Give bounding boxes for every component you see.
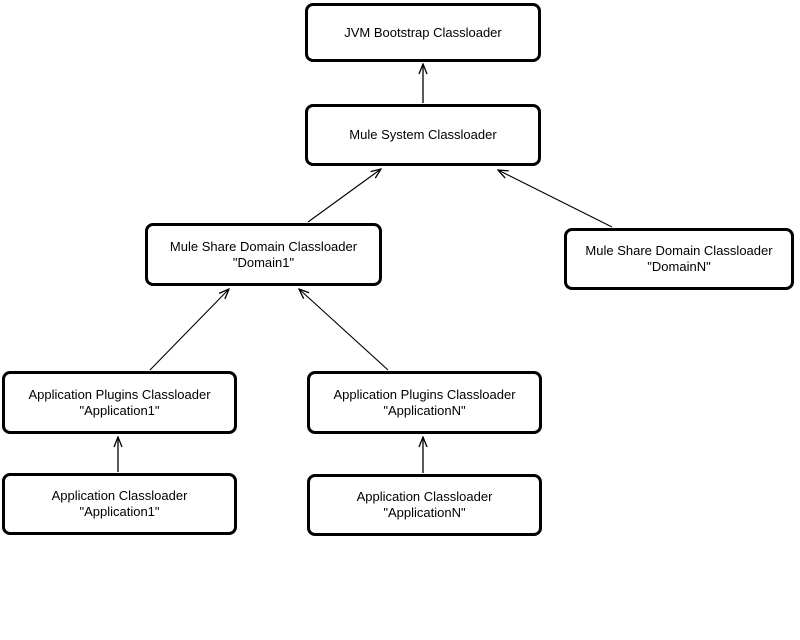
node-title: Mule Share Domain Classloader [585,243,773,258]
node-application-plugins-classloader-applicationn: Application Plugins Classloader "Applica… [307,371,542,434]
node-mule-share-domain-classloader-domain1: Mule Share Domain Classloader "Domain1" [145,223,382,286]
node-mule-system-classloader: Mule System Classloader [305,104,541,166]
node-application-classloader-application1: Application Classloader "Application1" [2,473,237,535]
edge-app-plugins-1-to-share-domain-1 [149,289,229,371]
node-subtitle: "DomainN" [647,259,711,274]
node-subtitle: "ApplicationN" [383,402,466,418]
node-subtitle: "Application1" [79,504,160,519]
node-title: Mule Share Domain Classloader [169,238,358,254]
node-mule-share-domain-classloader-domainn: Mule Share Domain Classloader "DomainN" [564,228,794,290]
edge-share-domain-1-to-mule-system [307,169,381,223]
node-title: Application Plugins Classloader [28,386,211,402]
edge-app-plugins-n-to-share-domain-1 [299,289,389,371]
node-title: Application Classloader [356,489,493,504]
node-title: JVM Bootstrap Classloader [344,24,502,40]
node-title: Application Plugins Classloader [333,386,516,402]
node-subtitle: "Domain1" [232,254,295,270]
node-application-classloader-applicationn: Application Classloader "ApplicationN" [307,474,542,536]
edge-share-domain-n-to-mule-system [498,170,613,228]
node-title: Application Classloader [51,488,188,503]
node-jvm-bootstrap-classloader: JVM Bootstrap Classloader [305,3,541,62]
node-title: Mule System Classloader [349,127,497,142]
node-application-plugins-classloader-application1: Application Plugins Classloader "Applica… [2,371,237,434]
node-subtitle: "Application1" [79,402,160,418]
node-subtitle: "ApplicationN" [383,505,466,520]
